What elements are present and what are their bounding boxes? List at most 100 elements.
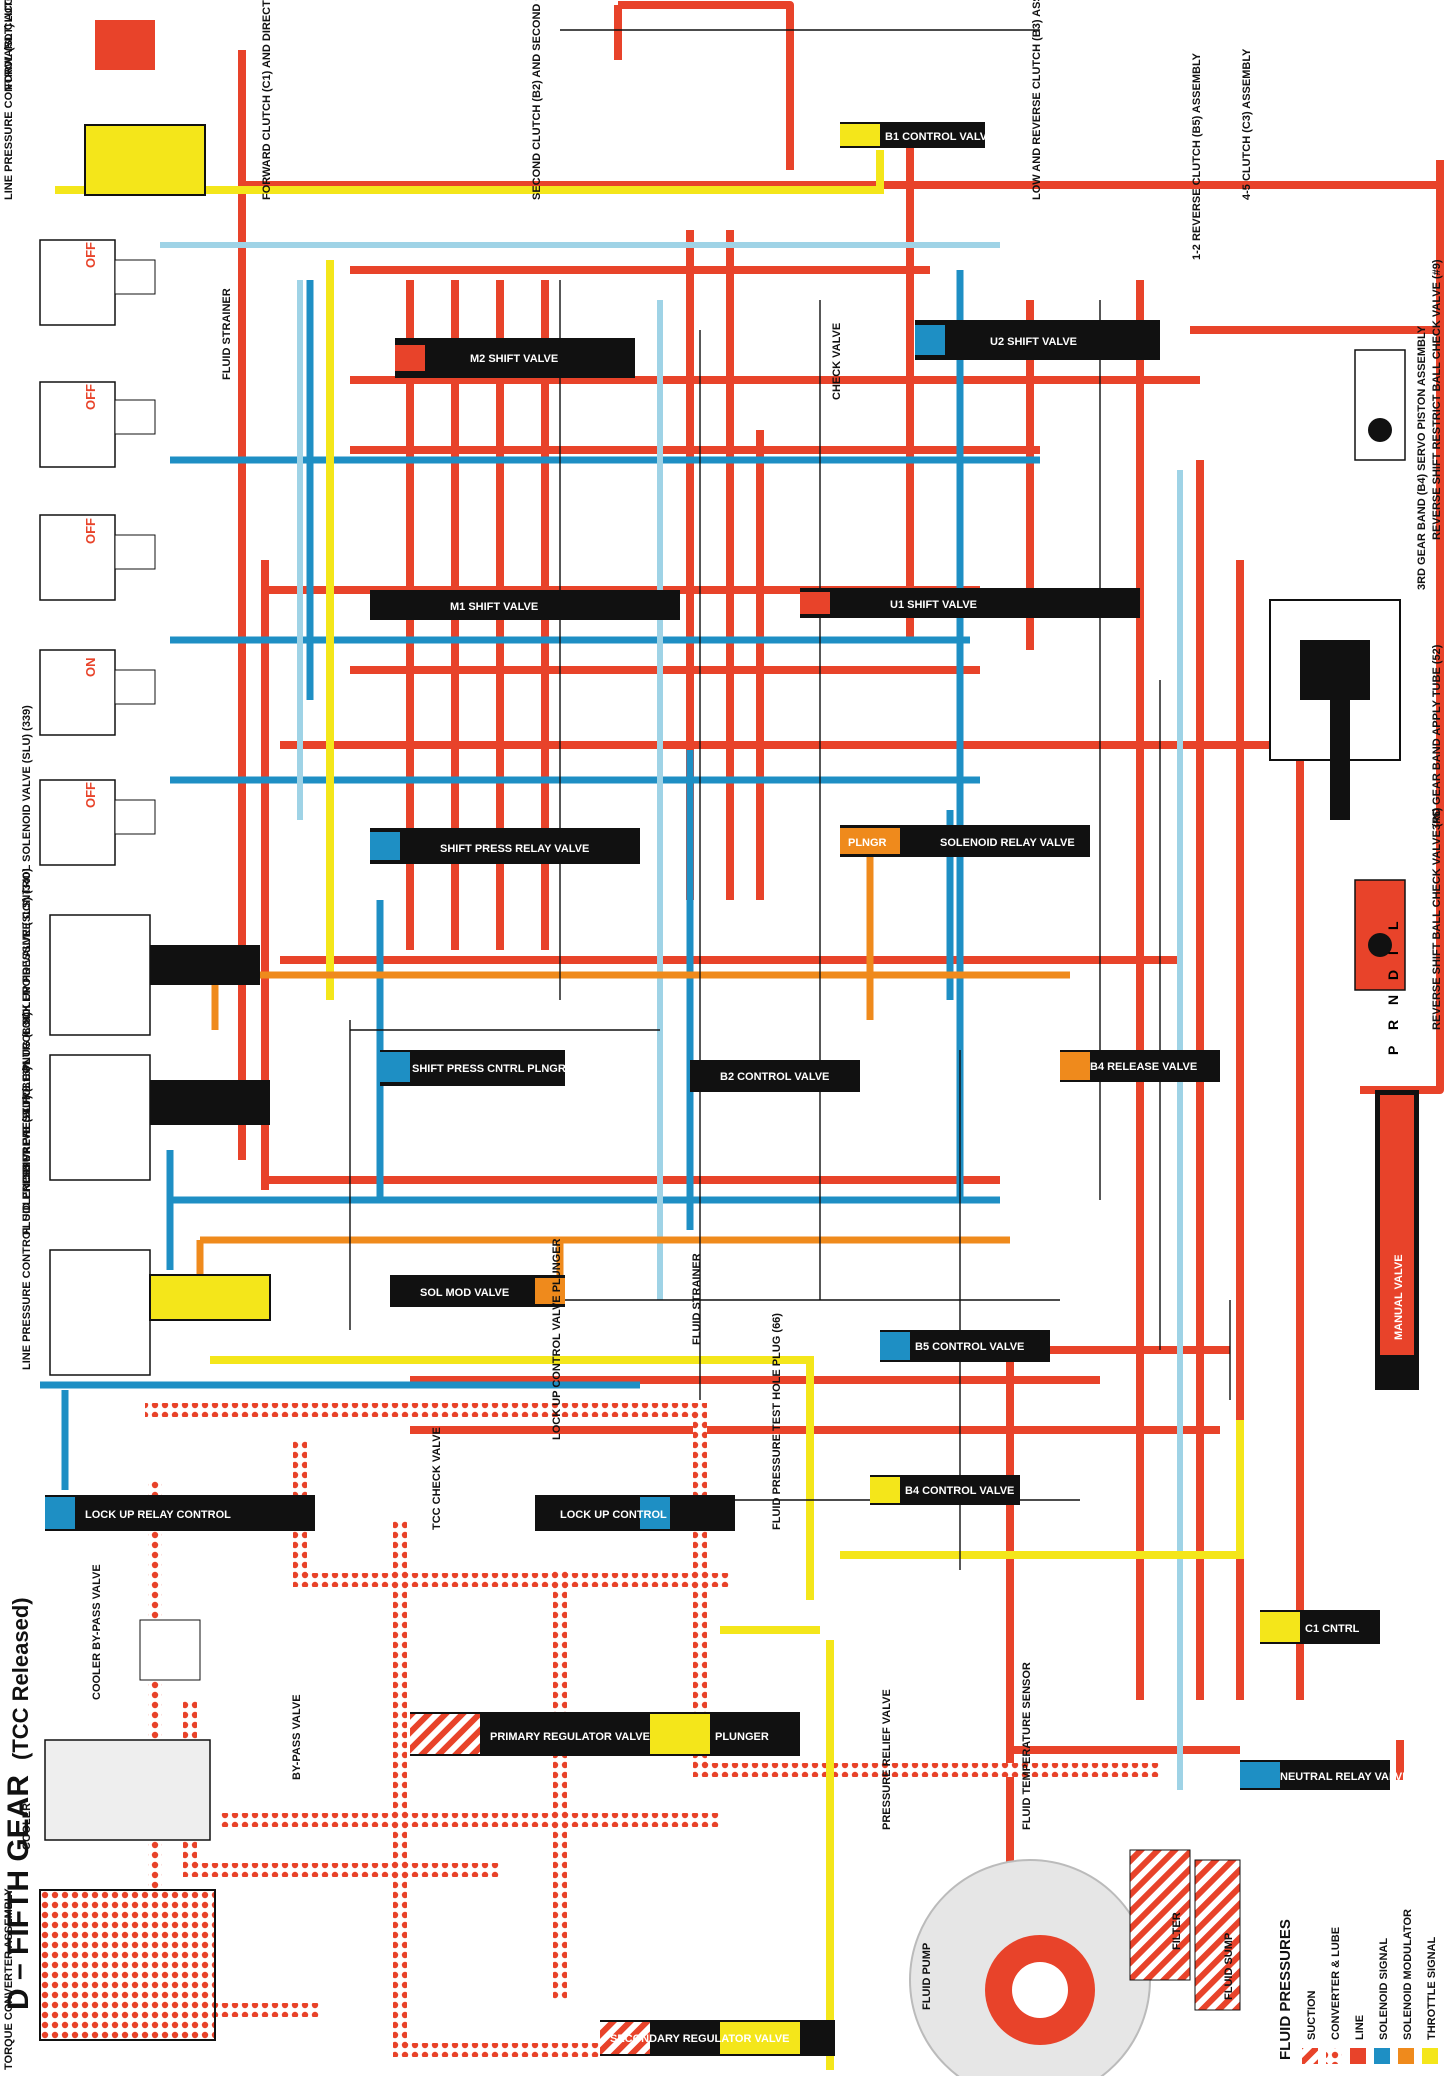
svg-text:SUCTION: SUCTION [1306, 1990, 1318, 2040]
misc-labels: CHECK VALVE FLUID STRAINER FLUID STRAINE… [221, 288, 1033, 1830]
b4r-label: B4 RELEASE VALVE [1090, 1061, 1197, 1073]
slt-label: LINE PRESSURE CONTROL SOLENOID VALVE (SL… [21, 1066, 33, 1370]
sls-valve-body [150, 1080, 270, 1125]
u1-shift-valve [800, 588, 1140, 618]
sls-label: SHIFT PRESSURE CONTROL SOLENOID VALVE (S… [21, 868, 33, 1180]
tc-label: TORQUE CONVERTER ASSEMBLY [3, 1888, 15, 2070]
shift-press-cntrl-plngr [380, 1050, 565, 1086]
c1c2-label: FORWARD CLUTCH (C1) AND DIRECT CLUTCH (C… [261, 0, 273, 200]
reverse-shift-restrict-ball [1354, 349, 1406, 461]
spr-label: SHIFT PRESS RELAY VALVE [440, 843, 589, 855]
test-plug-label: FLUID PRESSURE TEST HOLE PLUG (334) [21, 1012, 33, 1235]
s4-status: ON [83, 658, 98, 678]
slt-solenoid [49, 1249, 151, 1376]
lp-accum-label: LINE PRESSURE CONTROL (SLT) ACCUMULATOR [3, 0, 15, 200]
sr-status: OFF [83, 782, 98, 808]
prndl-n: N [1385, 995, 1401, 1005]
srv2-label: SECONDARY REGULATOR VALVE [610, 2033, 789, 2045]
u1-label: U1 SHIFT VALVE [890, 599, 977, 611]
cooler-label: COOLER [21, 1803, 33, 1850]
filter-label: FILTER [1171, 1912, 1183, 1950]
page-subtitle: (TCC Released) [8, 1597, 33, 1760]
solenoid-s4: ON [39, 649, 156, 736]
valve-labels: M2 SHIFT VALVE U2 SHIFT VALVE M1 SHIFT V… [85, 131, 1410, 2045]
plunger-label: PLUNGER [715, 1731, 769, 1743]
rs-ball-label: REVERSE SHIFT BALL CHECK VALVE (#6) [1431, 807, 1443, 1030]
slt-valve-body [149, 1274, 271, 1321]
fp-plug-label: FLUID PRESSURE TEST HOLE PLUG (66) [771, 1313, 783, 1530]
legend-line: LINE [1350, 2015, 1366, 2064]
exhaust-passages [160, 242, 1183, 1790]
ftemp-label: FLUID TEMPERATURE SENSOR [1021, 1662, 1033, 1830]
strainer-label-1: FLUID STRAINER [221, 288, 233, 380]
sls-solenoid [49, 1054, 151, 1181]
right-components [1269, 349, 1406, 991]
prndl-r: R [1385, 1020, 1401, 1030]
b3-label: LOW AND REVERSE CLUTCH (B3) ASSEMBLY [1031, 0, 1043, 200]
s3-status: OFF [83, 518, 98, 544]
cooler-bypass-valve [139, 1619, 201, 1681]
m2-label: M2 SHIFT VALVE [470, 353, 558, 365]
neutral-label: NEUTRAL RELAY VALVE [1280, 1771, 1410, 1783]
tcc-check-label: TCC CHECK VALVE [431, 1427, 443, 1530]
cooler [44, 1739, 211, 1841]
prv-label: PRIMARY REGULATOR VALVE [490, 1731, 650, 1743]
b2-label: B2 CONTROL VALVE [720, 1071, 829, 1083]
u2-shift-valve [915, 320, 1160, 360]
rs-restrict-label: REVERSE SHIFT RESTRICT BALL CHECK VALVE … [1431, 259, 1443, 540]
pressure-relief-label: PRESSURE RELIEF VALVE [881, 1689, 893, 1830]
top-component-labels: FORWARD CLUTCH (C1) AND DIRECT CLUTCH (C… [261, 0, 1253, 260]
svg-text:SOLENOID SIGNAL: SOLENOID SIGNAL [1378, 1938, 1390, 2040]
b5-assembly-label: 1-2 REVERSE CLUTCH (B5) ASSEMBLY [1191, 52, 1203, 260]
legend-heading: FLUID PRESSURES [1277, 1919, 1294, 2060]
left-components [39, 20, 271, 2041]
reverse-shift-ball [1354, 879, 1406, 991]
sump-label: FLUID SUMP [1223, 1933, 1235, 2000]
s2-status: OFF [83, 384, 98, 410]
prndl-l: L [1385, 921, 1401, 930]
b4-tube-label: 3RD GEAR BAND APPLY TUBE (52) [1431, 644, 1443, 830]
slu-solenoid [49, 914, 151, 1036]
lock-up-relay-valve [45, 1495, 315, 1531]
luc-label: LOCK UP CONTROL [560, 1509, 667, 1521]
page-title: D – FIFTH GEAR [2, 1775, 35, 2010]
forward-clutch-accumulator [95, 20, 155, 70]
legend-solenoid-signal: SOLENOID SIGNAL [1374, 1938, 1390, 2064]
throttle-signal-passages [55, 150, 1244, 2070]
c1-label: C1 CNTRL [1305, 1623, 1360, 1635]
shift-plngr-label: SHIFT PRESS CNTRL PLNGR [412, 1063, 566, 1075]
title-block: D – FIFTH GEAR (TCC Released) [2, 1597, 35, 2010]
s1-status: OFF [83, 242, 98, 268]
solenoid-s2: OFF [39, 381, 156, 468]
m2-shift-valve [395, 338, 635, 378]
m1-shift-valve [370, 590, 680, 620]
b1-label: B1 CONTROL VALVE [885, 131, 994, 143]
solenoid-column: OFF OFF OFF ON OFF [39, 239, 156, 866]
strainer-label-2: FLUID STRAINER [691, 1253, 703, 1345]
manual-label: MANUAL VALVE [1393, 1254, 1405, 1340]
b4-servo-label: 3RD GEAR BAND (B4) SERVO PISTON ASSEMBLY [1416, 325, 1428, 590]
cooler-bypass-label: COOLER BY-PASS VALVE [91, 1564, 103, 1700]
b2-control-valve [690, 1060, 860, 1092]
svg-text:SOLENOID MODULATOR: SOLENOID MODULATOR [1402, 1909, 1414, 2040]
solmod-label: SOL MOD VALVE [420, 1287, 509, 1299]
prndl-indicator: P R N D I L [1385, 921, 1401, 1055]
bypass-label: BY-PASS VALVE [291, 1694, 303, 1780]
shift-press-relay-valve [370, 828, 640, 864]
fwd-accum-label: FORWARD CLUTCH (C1) ACCUMULATOR [3, 0, 15, 90]
lock-up-control-valve [535, 1495, 735, 1531]
legend-suction: SUCTION [1302, 1990, 1318, 2064]
b2b1-label: SECOND CLUTCH (B2) AND SECOND COAST CLUT… [531, 0, 543, 200]
slu-label: LOCK UP PRESSURE CONTROL SOLENOID VALVE … [21, 705, 33, 1035]
slu-valve-body [150, 945, 260, 985]
solenoid-sr: OFF [39, 779, 156, 866]
srv-label: SOLENOID RELAY VALVE [940, 837, 1075, 849]
valve-accents [45, 124, 1414, 2054]
exhaust-thin-passages [349, 29, 1231, 1570]
fluid-sump [1194, 1859, 1241, 2011]
check-valve-label: CHECK VALVE [831, 323, 843, 400]
c3-label: 4-5 CLUTCH (C3) ASSEMBLY [1241, 48, 1253, 200]
line-pressure-accumulator [84, 124, 206, 196]
torque-converter [39, 1889, 216, 2041]
